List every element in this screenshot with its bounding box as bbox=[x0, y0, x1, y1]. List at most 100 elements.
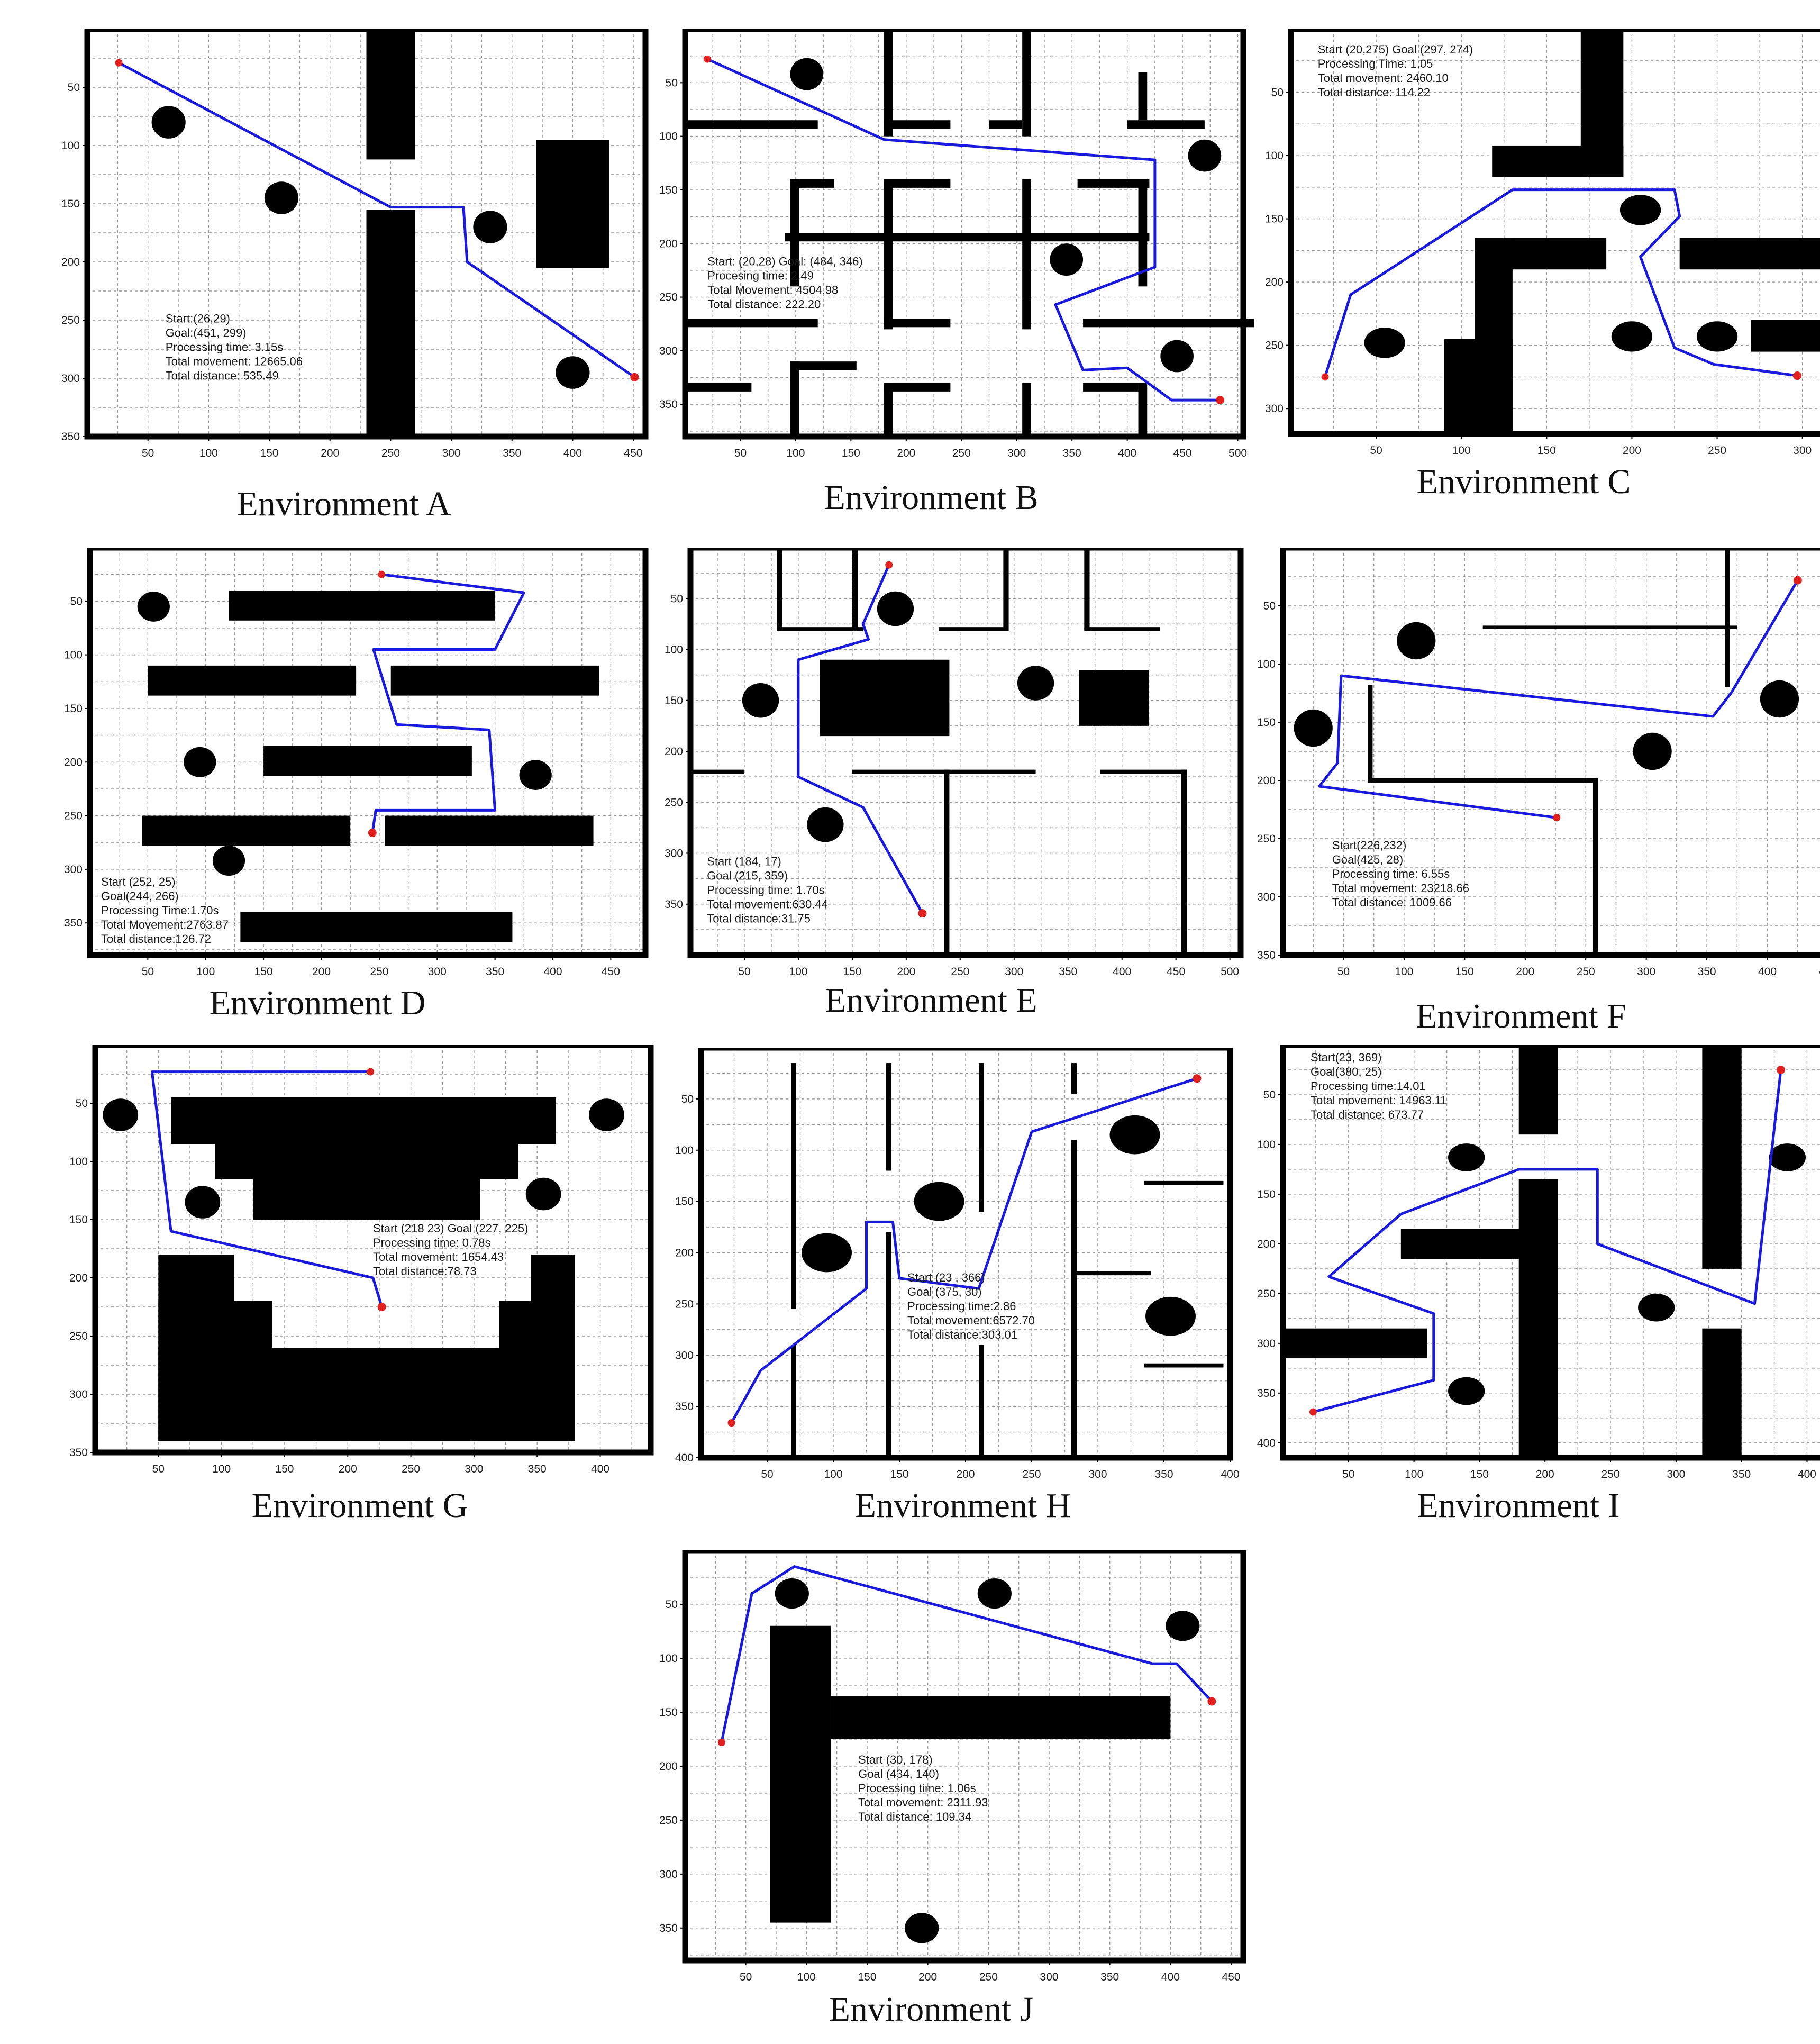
obstacle-circle bbox=[905, 1913, 939, 1943]
obstacle-circle bbox=[1611, 321, 1653, 352]
x-tick-label: 250 bbox=[1022, 1468, 1041, 1480]
x-tick-label: 100 bbox=[196, 966, 215, 978]
y-tick-label: 400 bbox=[675, 1452, 694, 1464]
obstacle-block bbox=[1518, 1179, 1558, 1458]
caption-environment-e: Environment E bbox=[825, 981, 1038, 1020]
y-tick-label: 150 bbox=[61, 198, 80, 210]
obstacle-circle bbox=[589, 1098, 624, 1131]
obstacle-block bbox=[1022, 29, 1031, 137]
planned-path bbox=[1324, 188, 1798, 378]
run-info-text: Start(23, 369)Goal(380, 25)Processing ti… bbox=[1311, 1051, 1447, 1121]
obstacle-block bbox=[884, 383, 951, 392]
obstacle-block bbox=[1138, 383, 1148, 437]
obstacle-block bbox=[790, 361, 857, 370]
y-tick-label: 50 bbox=[1263, 600, 1276, 612]
x-tick-label: 200 bbox=[339, 1463, 357, 1475]
y-tick-label: 100 bbox=[69, 1156, 88, 1168]
obstacle-circle bbox=[1364, 328, 1405, 358]
caption-environment-j: Environment J bbox=[829, 1990, 1034, 2029]
y-tick-label: 300 bbox=[659, 345, 678, 357]
x-tick-label: 150 bbox=[890, 1468, 908, 1480]
obstacle-block bbox=[148, 665, 357, 696]
obstacle-block bbox=[171, 1097, 557, 1144]
y-tick-label: 250 bbox=[64, 810, 83, 822]
y-tick-label: 150 bbox=[69, 1214, 88, 1226]
y-tick-label: 50 bbox=[666, 1598, 678, 1611]
y-tick-label: 300 bbox=[69, 1388, 88, 1401]
x-tick-label: 50 bbox=[1342, 1468, 1354, 1480]
goal-marker bbox=[1207, 1697, 1216, 1706]
obstacle-block bbox=[1077, 1271, 1151, 1276]
y-tick-label: 50 bbox=[666, 77, 678, 89]
x-tick-label: 350 bbox=[1059, 966, 1077, 978]
plot-border bbox=[87, 544, 649, 958]
x-tick-label: 250 bbox=[370, 966, 388, 978]
x-tick-label: 250 bbox=[402, 1463, 420, 1475]
y-tick-label: 200 bbox=[665, 746, 683, 758]
run-info-text: Start (23 , 366)Goal (375, 30)Processing… bbox=[907, 1271, 1035, 1341]
obstacle-circle bbox=[525, 1177, 561, 1211]
goal-marker bbox=[1193, 1074, 1202, 1083]
x-tick-label: 350 bbox=[1100, 1971, 1119, 1983]
x-tick-label: 450 bbox=[1222, 1971, 1241, 1983]
x-tick-label: 450 bbox=[1818, 966, 1820, 978]
y-tick-label: 350 bbox=[659, 1922, 678, 1934]
x-tick-label: 200 bbox=[312, 966, 331, 978]
obstacle-circle bbox=[775, 1578, 809, 1609]
x-tick-label: 50 bbox=[1337, 966, 1350, 978]
y-tick-label: 350 bbox=[61, 431, 80, 443]
caption-environment-b: Environment B bbox=[824, 478, 1039, 517]
y-tick-label: 100 bbox=[64, 649, 83, 661]
obstacle-block bbox=[215, 1144, 518, 1179]
x-tick-label: 100 bbox=[797, 1971, 816, 1983]
y-tick-label: 100 bbox=[1257, 1139, 1276, 1151]
x-tick-label: 450 bbox=[624, 447, 643, 459]
obstacle-block bbox=[1444, 339, 1513, 434]
x-tick-label: 250 bbox=[1708, 444, 1726, 457]
x-tick-label: 300 bbox=[428, 966, 447, 978]
y-tick-label: 300 bbox=[61, 373, 80, 385]
x-tick-label: 150 bbox=[1470, 1468, 1489, 1480]
y-tick-label: 150 bbox=[675, 1196, 694, 1208]
obstacle-block bbox=[1071, 1063, 1077, 1094]
start-marker bbox=[885, 561, 893, 569]
x-tick-label: 150 bbox=[275, 1463, 294, 1475]
y-tick-label: 250 bbox=[61, 314, 80, 326]
run-info-text: Start (184, 17)Goal (215, 359)Processing… bbox=[707, 855, 828, 925]
x-tick-label: 200 bbox=[897, 447, 915, 459]
planned-path bbox=[706, 58, 1221, 402]
goal-marker bbox=[1216, 396, 1225, 405]
obstacle-circle bbox=[556, 356, 590, 389]
obstacle-block bbox=[790, 361, 799, 437]
x-tick-label: 200 bbox=[1516, 966, 1534, 978]
goal-marker bbox=[377, 1303, 386, 1311]
goal-marker bbox=[1793, 576, 1802, 585]
obstacle-block bbox=[1144, 1180, 1224, 1185]
y-tick-label: 250 bbox=[1257, 1288, 1276, 1300]
obstacle-block bbox=[1083, 383, 1139, 392]
x-tick-label: 100 bbox=[789, 966, 807, 978]
obstacle-circle bbox=[914, 1182, 964, 1221]
obstacle-block bbox=[791, 1063, 796, 1310]
obstacle-circle bbox=[185, 1186, 221, 1219]
obstacle-circle bbox=[184, 747, 216, 777]
x-tick-label: 150 bbox=[254, 966, 273, 978]
obstacle-circle bbox=[1397, 622, 1436, 660]
y-tick-label: 150 bbox=[1257, 1188, 1276, 1201]
x-tick-label: 500 bbox=[1229, 447, 1247, 459]
obstacle-circle bbox=[1448, 1143, 1485, 1171]
obstacle-block bbox=[1079, 670, 1149, 726]
y-tick-label: 200 bbox=[1257, 1238, 1276, 1250]
caption-environment-h: Environment H bbox=[854, 1486, 1071, 1525]
obstacle-block bbox=[1482, 625, 1737, 629]
obstacle-circle bbox=[151, 106, 186, 139]
caption-environment-c: Environment C bbox=[1416, 462, 1631, 501]
y-tick-label: 300 bbox=[1257, 891, 1276, 903]
y-tick-label: 200 bbox=[61, 256, 80, 268]
obstacle-block bbox=[1077, 179, 1150, 188]
x-tick-label: 250 bbox=[381, 447, 400, 459]
obstacle-block bbox=[791, 1345, 796, 1458]
obstacle-circle bbox=[1638, 1293, 1675, 1322]
obstacle-block bbox=[1071, 1140, 1077, 1458]
